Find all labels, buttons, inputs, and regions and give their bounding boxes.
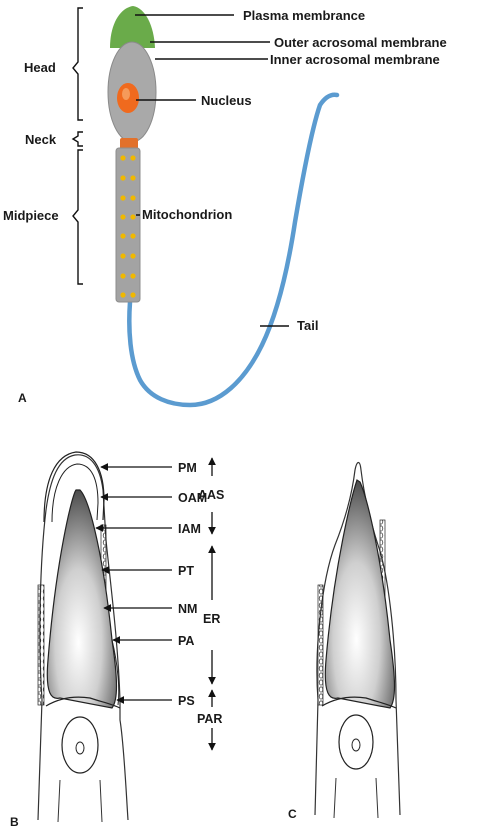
plasma-membrane-label: Plasma membrance <box>243 8 365 23</box>
neck-bracket <box>71 131 83 147</box>
mitochondria-dots <box>120 155 136 298</box>
pt-label: PT <box>178 564 194 578</box>
midpiece-region-label: Midpiece <box>3 208 59 223</box>
par-region-label: PAR <box>197 712 222 726</box>
b-outer-outline <box>37 454 129 821</box>
er-region-label: ER <box>203 612 220 626</box>
head-region-label: Head <box>24 60 56 75</box>
c-tail-stem <box>333 777 379 819</box>
c-centriole-inner <box>351 738 361 752</box>
inner-acrosomal-label: Inner acrosomal membrane <box>270 52 440 67</box>
c-nucleus <box>324 479 396 709</box>
neck-shape <box>120 138 138 150</box>
nucleus-label: Nucleus <box>201 93 252 108</box>
iam-label: IAM <box>178 522 201 536</box>
panel-a-leaders <box>135 14 289 327</box>
b-centriole-inner <box>75 741 85 755</box>
oam-label: OAM <box>178 491 207 505</box>
panel-b-letter: B <box>10 815 19 829</box>
panel-a-letter: A <box>18 391 27 405</box>
c-centriole-outer <box>338 714 374 770</box>
pm-label: PM <box>178 461 197 475</box>
midpiece-bracket <box>72 149 83 285</box>
c-acrosome-left <box>317 584 324 706</box>
b-base <box>45 696 121 709</box>
tail-flagellum <box>127 92 340 408</box>
nucleus-highlight <box>122 88 130 100</box>
panel-b-arrows <box>95 463 172 704</box>
panel-c-letter: C <box>288 807 297 821</box>
nm-label: NM <box>178 602 197 616</box>
tail-label: Tail <box>297 318 318 333</box>
b-nucleus <box>46 489 118 709</box>
b-tail-stem <box>57 779 103 823</box>
b-centriole-outer <box>61 716 99 774</box>
region-brackets <box>71 7 83 285</box>
c-base <box>321 696 397 709</box>
midpiece-shape <box>115 147 141 303</box>
panel-c: C <box>288 461 401 821</box>
b-acrosome-left <box>37 584 45 706</box>
plasma-membrane-cap <box>110 6 155 48</box>
c-outer-outline <box>314 461 401 816</box>
ps-label: PS <box>178 694 195 708</box>
b-plasma-membrane <box>43 451 105 523</box>
panel-a: Plasma membrance Outer acrosomal membran… <box>3 6 447 408</box>
aas-region-label: AAS <box>198 488 224 502</box>
pa-label: PA <box>178 634 194 648</box>
outer-acrosomal-label: Outer acrosomal membrane <box>274 35 447 50</box>
mitochondrion-label: Mitochondrion <box>142 207 232 222</box>
neck-region-label: Neck <box>25 132 57 147</box>
panel-b: PM OAM IAM PT NM PA PS AAS ER PAR B <box>10 451 224 829</box>
b-outer-acrosomal-membrane <box>51 463 99 523</box>
head-bracket <box>72 7 83 121</box>
